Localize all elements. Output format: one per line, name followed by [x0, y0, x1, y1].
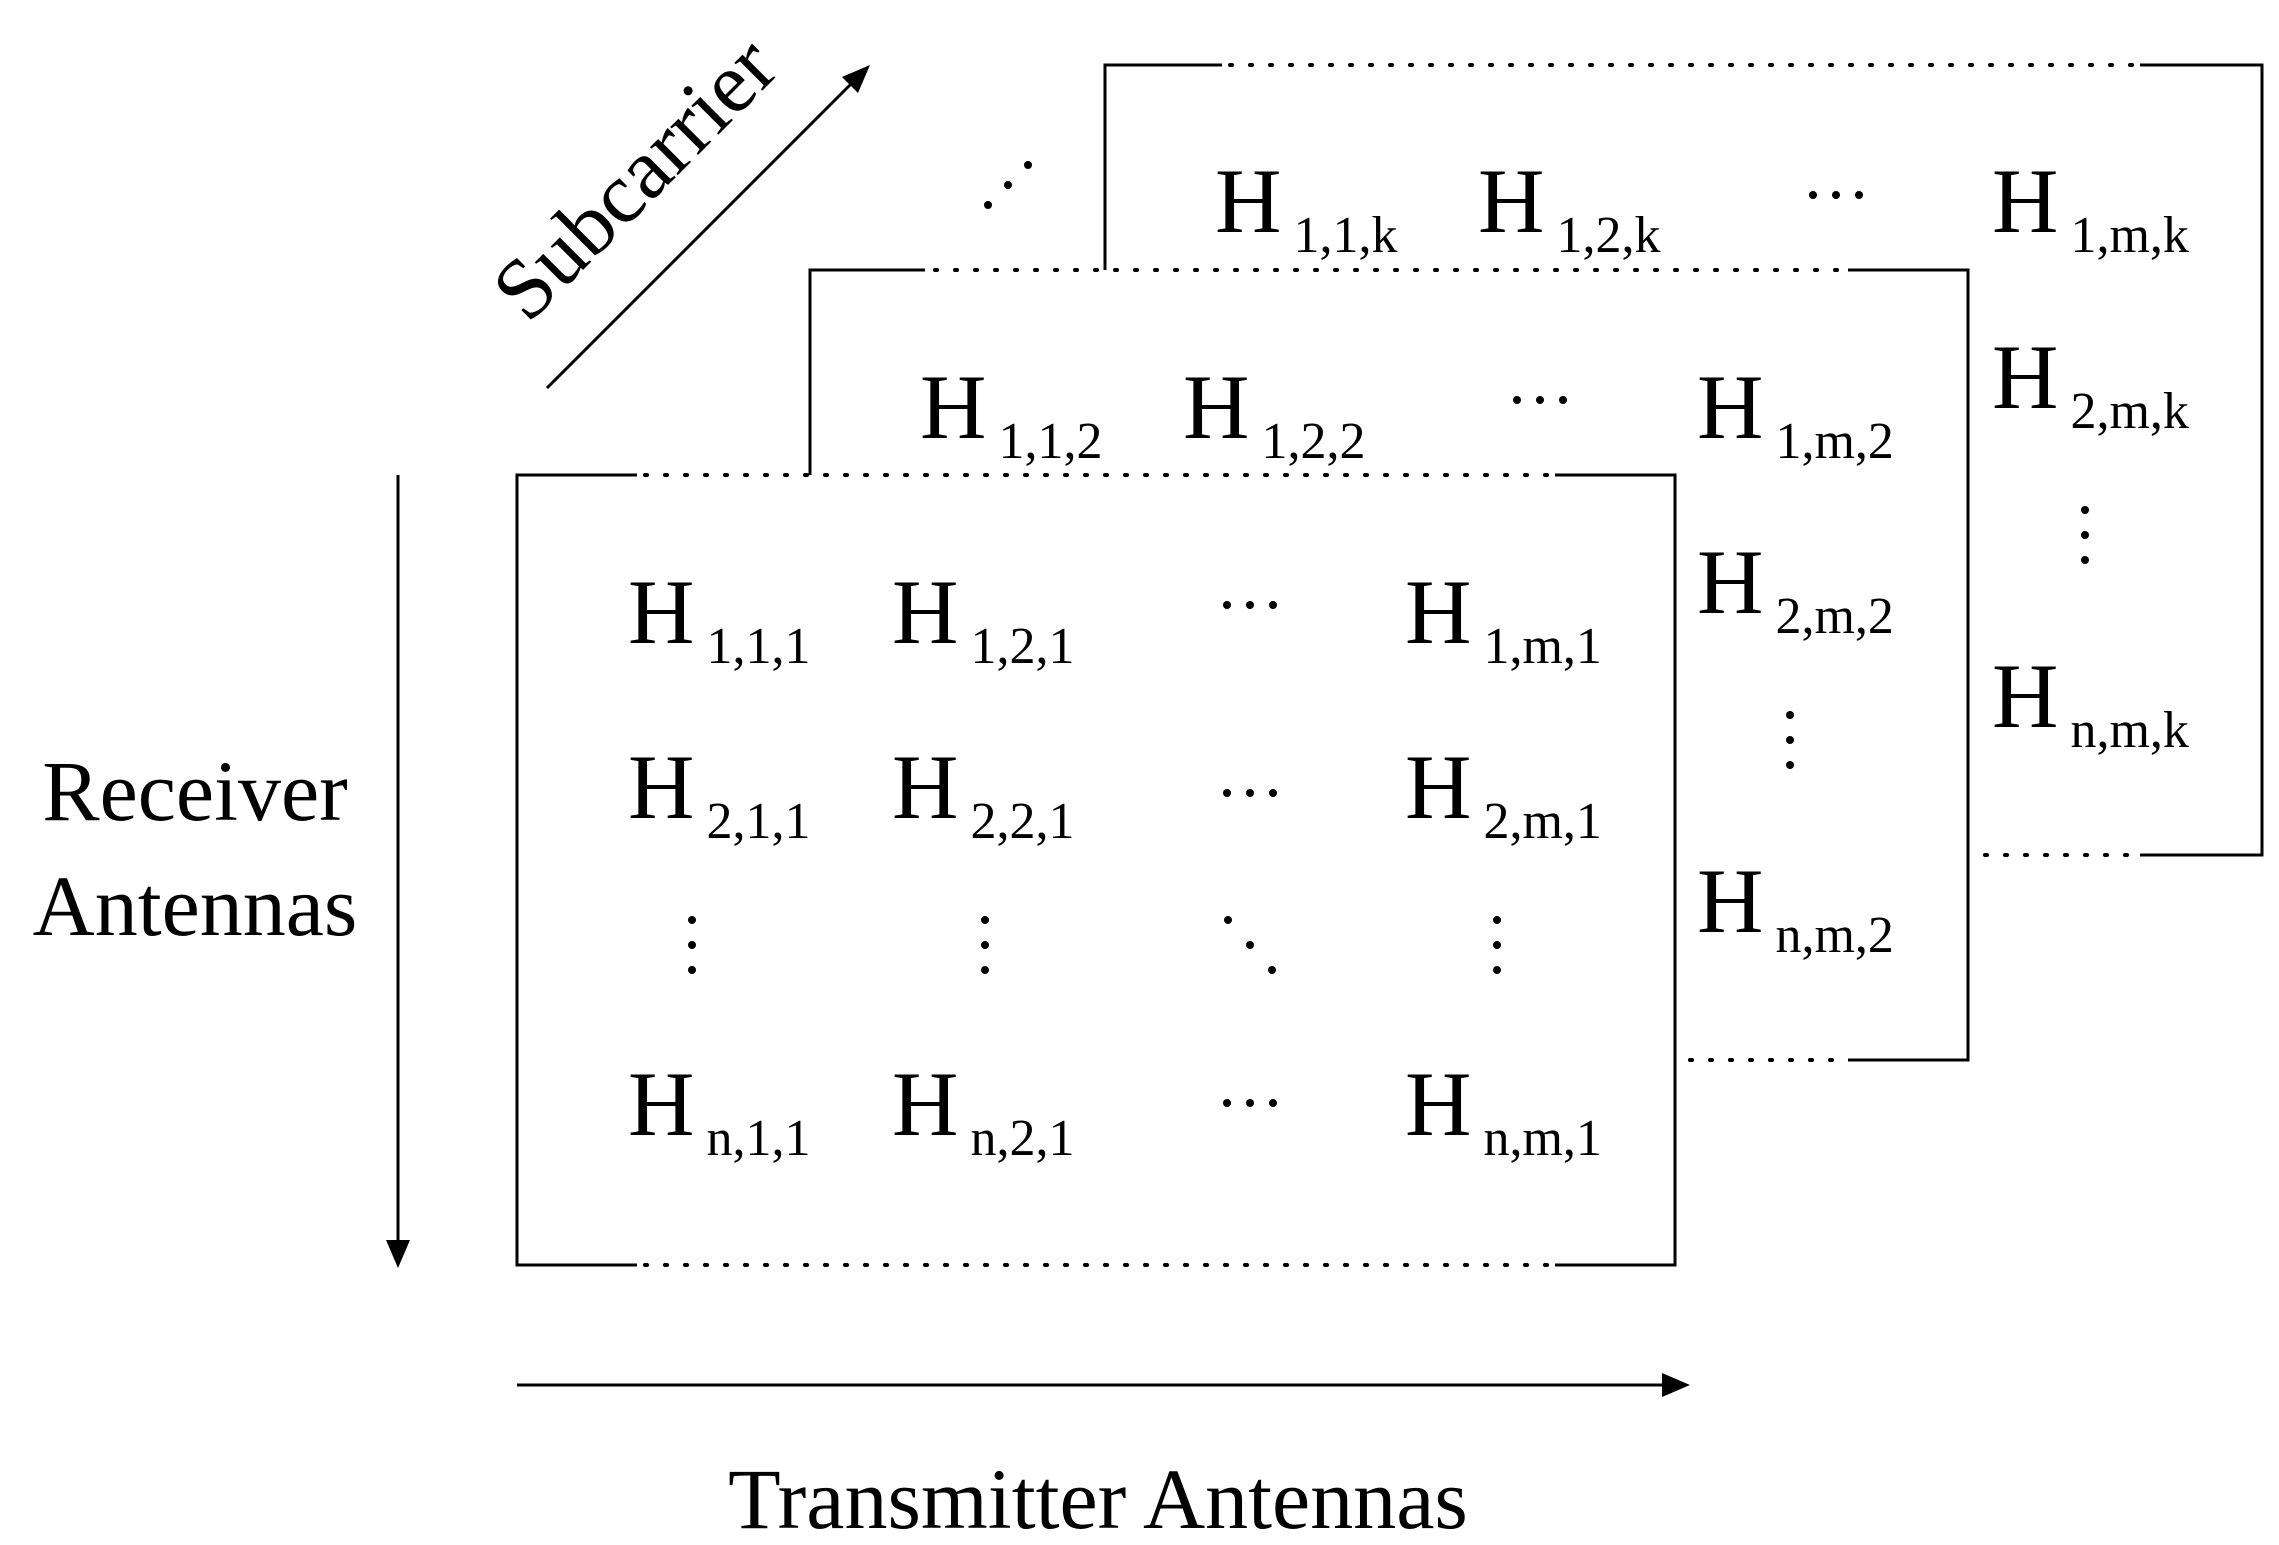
frame-subcarrier-2: [808, 268, 1970, 1062]
transmitter-axis-arrow: [517, 1373, 1690, 1397]
hdots-row-1: [1223, 601, 1277, 609]
vdots-col-m: [1493, 916, 1501, 974]
vdots-col-m-sck: [2081, 506, 2089, 564]
vdots-col-1: [688, 916, 696, 974]
vdots-col-m-sc2: [1786, 711, 1794, 769]
ddots-diagonal: [1224, 916, 1276, 974]
receiver-axis-label-line2: Antennas: [33, 858, 358, 954]
stack-ellipsis: [984, 161, 1032, 209]
hdots-row-1-sc2: [1513, 396, 1567, 404]
receiver-axis-arrow: [386, 475, 410, 1268]
hdots-row-1-sck: [1809, 191, 1863, 199]
transmitter-axis-label: Transmitter Antennas: [728, 1451, 1468, 1545]
frame-subcarrier-k: [1103, 63, 2264, 857]
hdots-row-n: [1223, 1099, 1277, 1107]
receiver-axis-label-line1: Receiver: [42, 743, 348, 839]
vdots-col-2: [981, 916, 989, 974]
frame-subcarrier-1: [515, 473, 1677, 1267]
hdots-row-2: [1223, 789, 1277, 797]
subcarrier-axis-label: Subcarrier: [474, 17, 795, 338]
subcarrier-axis-arrow: [545, 65, 870, 390]
